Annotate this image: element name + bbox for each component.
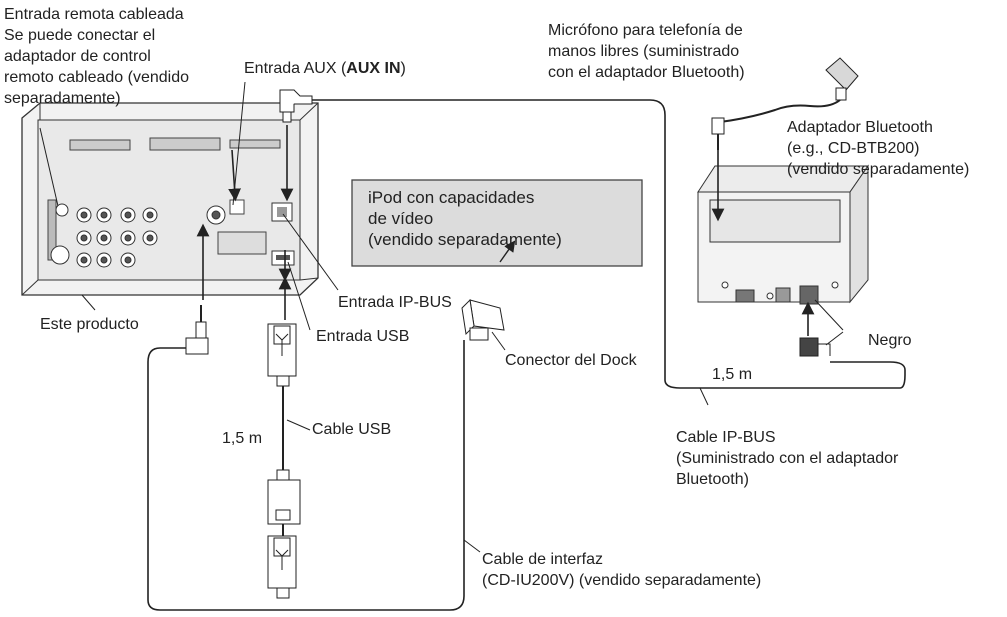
usb-cable-drawing — [267, 250, 301, 599]
label-ipbus-cable: Cable IP-BUS (Suministrado con el adapta… — [676, 429, 899, 488]
label-aux-input-bold: AUX IN — [346, 60, 401, 77]
label-aux-input-suffix: ) — [400, 60, 406, 77]
label-microphone: Micrófono para telefonía de manos libres… — [548, 22, 745, 81]
label-ip-bus-input: Entrada IP-BUS — [338, 294, 452, 311]
label-interface-cable: Cable de interfaz (CD-IU200V) (vendido s… — [482, 551, 762, 589]
label-usb-input: Entrada USB — [316, 328, 410, 345]
label-aux-input: Entrada AUX (AUX IN) — [244, 58, 406, 79]
label-black: Negro — [868, 332, 912, 349]
label-usb-length: 1,5 m — [222, 430, 263, 447]
bluetooth-adapter — [697, 164, 869, 305]
label-dock-connector: Conector del Dock — [505, 352, 637, 369]
dock-connector — [461, 298, 505, 341]
label-wired-remote-input: Entrada remota cableada Se puede conecta… — [4, 6, 190, 107]
label-usb-cable: Cable USB — [312, 421, 392, 438]
label-aux-input-prefix: Entrada AUX ( — [244, 60, 347, 77]
ipod-box — [351, 179, 643, 267]
aux-plug — [279, 89, 313, 123]
label-ipod: iPod con capacidades de vídeo (vendido s… — [368, 188, 562, 249]
label-this-product: Este producto — [40, 316, 139, 333]
head-unit — [21, 102, 319, 296]
label-bluetooth-adapter: Adaptador Bluetooth (e.g., CD-BTB200) (v… — [787, 119, 970, 178]
remote-plug — [185, 305, 209, 355]
microphone — [711, 57, 859, 150]
label-ipbus-length: 1,5 m — [712, 366, 753, 383]
black-plug — [799, 337, 831, 357]
